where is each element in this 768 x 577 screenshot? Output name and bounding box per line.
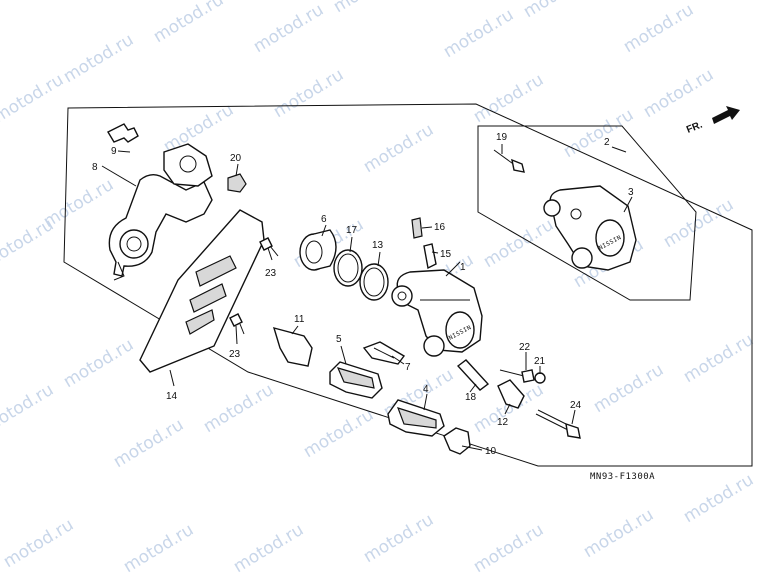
- callout-17: 17: [346, 225, 358, 236]
- part-6-piston: [299, 229, 337, 271]
- part-7-pad-pin: [362, 341, 406, 365]
- part-13-dust-seal: [359, 263, 389, 301]
- caliper-assembly-box: [477, 125, 697, 301]
- outline-box: [63, 103, 753, 467]
- part-21-nut: [534, 372, 546, 384]
- part-23-bolt-upper: [259, 237, 279, 257]
- part-24-mount-bolt: [535, 409, 581, 439]
- callout-23-lower: 23: [229, 349, 241, 360]
- part-15-bleeder-screw: [423, 243, 437, 270]
- part-12-boot: [497, 379, 525, 409]
- part-10-pad-spring: [443, 427, 471, 455]
- fr-label: FR.: [685, 119, 704, 135]
- diagram-code: MN93-F1300A: [590, 472, 655, 482]
- callout-14: 14: [166, 391, 178, 402]
- callout-22: 22: [519, 342, 531, 353]
- callout-13: 13: [372, 240, 384, 251]
- callout-15: 15: [440, 249, 452, 260]
- callout-11: 11: [294, 314, 305, 325]
- part-23-bolt-lower: [229, 313, 245, 335]
- callout-5: 5: [336, 334, 342, 345]
- front-direction-indicator: FR.: [685, 106, 740, 136]
- callout-18: 18: [465, 392, 477, 403]
- callout-numbers: 8 9 20 2 3 19 6 17 13 16 15 1 23 23 14 1…: [92, 132, 634, 457]
- part-20-bleed-cap: [227, 173, 247, 193]
- callout-3: 3: [628, 187, 634, 198]
- callout-2: 2: [604, 137, 610, 148]
- callout-12: 12: [497, 417, 509, 428]
- part-5-brake-pad: [329, 361, 383, 399]
- callout-6: 6: [321, 214, 327, 225]
- part-14-guard-plate: [139, 209, 265, 373]
- callout-20: 20: [230, 153, 242, 164]
- callout-19: 19: [496, 132, 508, 143]
- callout-16: 16: [434, 222, 446, 233]
- callout-23-upper: 23: [265, 268, 277, 279]
- part-17-piston-seal: [333, 249, 363, 287]
- assembly-frame: [63, 103, 753, 467]
- part-22-pin-bolt: [499, 369, 535, 383]
- part-1-caliper-body: NISSIN: [391, 269, 483, 357]
- front-arrow-icon: [712, 106, 740, 124]
- callout-8: 8: [92, 162, 98, 173]
- part-16-bleeder-cap: [411, 217, 423, 239]
- part-3-caliper-assembly: NISSIN: [543, 185, 637, 271]
- callout-1: 1: [460, 262, 466, 273]
- leader-lines: [101, 144, 633, 451]
- callout-7: 7: [405, 362, 411, 373]
- callout-24: 24: [570, 400, 582, 411]
- part-9-pad-spring: [107, 123, 139, 143]
- callout-10: 10: [485, 446, 497, 457]
- callout-9: 9: [111, 146, 117, 157]
- part-18-pin-sleeve: [456, 359, 490, 391]
- part-8-caliper-bracket: [108, 143, 213, 281]
- callout-4: 4: [423, 384, 429, 395]
- part-4-brake-pad: [387, 399, 445, 437]
- part-11-pad-shim: [272, 327, 313, 367]
- part-19-pin: [493, 149, 525, 173]
- callout-21: 21: [534, 356, 546, 367]
